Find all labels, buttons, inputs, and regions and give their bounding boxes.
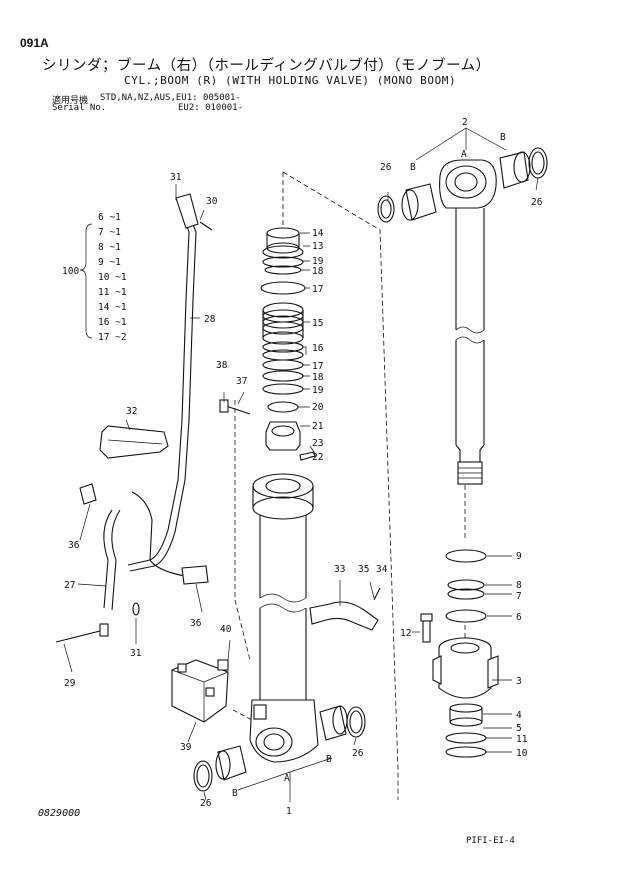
guide-lines: [232, 171, 466, 800]
label-B-bottom-left: B: [232, 788, 238, 799]
cylinder-tube: [249, 473, 319, 763]
kit-item: 6 ~1: [98, 212, 121, 223]
title-english: CYL.;BOOM (R) (WITH HOLDING VALVE) (MONO…: [124, 74, 457, 87]
callout-36-right: 36: [190, 618, 202, 629]
label-A-top: A: [461, 149, 467, 160]
label-B-top-left: B: [410, 162, 416, 173]
callout-34: 34: [376, 564, 388, 575]
callout-31-bottom: 31: [130, 648, 142, 659]
piston-rod-assembly: [439, 159, 497, 485]
label-A-bottom: A: [284, 773, 290, 784]
callout-8: 8: [516, 580, 522, 591]
piping-and-clamps: [55, 193, 381, 643]
holding-valve: [171, 659, 229, 723]
kit-100-list: 100 6 ~1 7 ~1 8 ~1 9 ~1 10 ~1 11 ~1 14 ~…: [62, 212, 127, 343]
callout-21: 21: [312, 421, 324, 432]
head-parts-stack: [260, 227, 316, 461]
callout-10: 10: [516, 748, 528, 759]
callout-7: 7: [516, 591, 522, 602]
kit-item: 17 ~2: [98, 332, 127, 343]
callout-20: 20: [312, 402, 324, 413]
kit-item: 9 ~1: [98, 257, 121, 268]
drawing-number: 0829000: [38, 808, 81, 819]
serial-value: EU2: 010001-: [178, 103, 244, 113]
leader-lines: [63, 127, 539, 802]
kit-item: 7 ~1: [98, 227, 121, 238]
callout-11: 11: [516, 734, 528, 745]
kit-item: 10 ~1: [98, 272, 127, 283]
callout-19b: 19: [312, 385, 324, 396]
callout-2: 2: [462, 117, 468, 128]
label-B-bottom-right: B: [326, 754, 332, 765]
callout-labels: 2 A B B 26 26 14 13 19 18 17 15 16 17 18…: [64, 117, 543, 817]
callout-40: 40: [220, 624, 232, 635]
callout-26-bottom-left: 26: [200, 798, 212, 809]
callout-17b: 17: [312, 361, 323, 372]
bottom-bushings: [193, 705, 366, 792]
callout-3: 3: [516, 676, 522, 687]
callout-38: 38: [216, 360, 228, 371]
title-japanese: シリンダ；ブーム（右）（ホールディングバルブ付）（モノブーム）: [42, 58, 491, 74]
callout-23: 23: [312, 438, 323, 449]
callout-16: 16: [312, 343, 324, 354]
callout-14: 14: [312, 228, 324, 239]
kit-item: 16 ~1: [98, 317, 127, 328]
callout-9: 9: [516, 551, 522, 562]
callout-13: 13: [312, 241, 323, 252]
kit-item: 11 ~1: [98, 287, 127, 298]
callout-26-top-left: 26: [380, 162, 392, 173]
callout-29: 29: [64, 678, 76, 689]
page-reference: PIFI-EI-4: [466, 836, 515, 846]
kit-label: 100: [62, 266, 79, 277]
kit-item: 14 ~1: [98, 302, 127, 313]
callout-18b: 18: [312, 372, 324, 383]
callout-5: 5: [516, 723, 522, 734]
callout-19a: 19: [312, 256, 324, 267]
piston-parts: [420, 549, 499, 758]
label-B-top-right: B: [500, 132, 506, 143]
top-bushings: [377, 147, 548, 223]
callout-35: 35: [358, 564, 369, 575]
callout-33: 33: [334, 564, 345, 575]
callout-26-bottom-right: 26: [352, 748, 364, 759]
callout-6: 6: [516, 612, 522, 623]
callout-4: 4: [516, 710, 522, 721]
callout-39: 39: [180, 742, 192, 753]
callout-18a: 18: [312, 266, 324, 277]
callout-30: 30: [206, 196, 218, 207]
callout-31-top: 31: [170, 172, 182, 183]
serial-label: Serial No.: [52, 103, 107, 113]
callout-22: 22: [312, 452, 323, 463]
kit-item: 8 ~1: [98, 242, 121, 253]
callout-1: 1: [286, 806, 292, 817]
callout-36-left: 36: [68, 540, 80, 551]
callout-37: 37: [236, 376, 247, 387]
callout-15: 15: [312, 318, 323, 329]
callout-32: 32: [126, 406, 137, 417]
callout-26-top-right: 26: [531, 197, 543, 208]
callout-12: 12: [400, 628, 411, 639]
callout-17a: 17: [312, 284, 323, 295]
callout-28: 28: [204, 314, 216, 325]
page-code: 091A: [20, 36, 49, 50]
callout-27: 27: [64, 580, 75, 591]
applicable-label: 適用号機: [52, 96, 89, 106]
applicable-value: STD,NA,NZ,AUS,EU1: 005001-: [100, 93, 241, 103]
